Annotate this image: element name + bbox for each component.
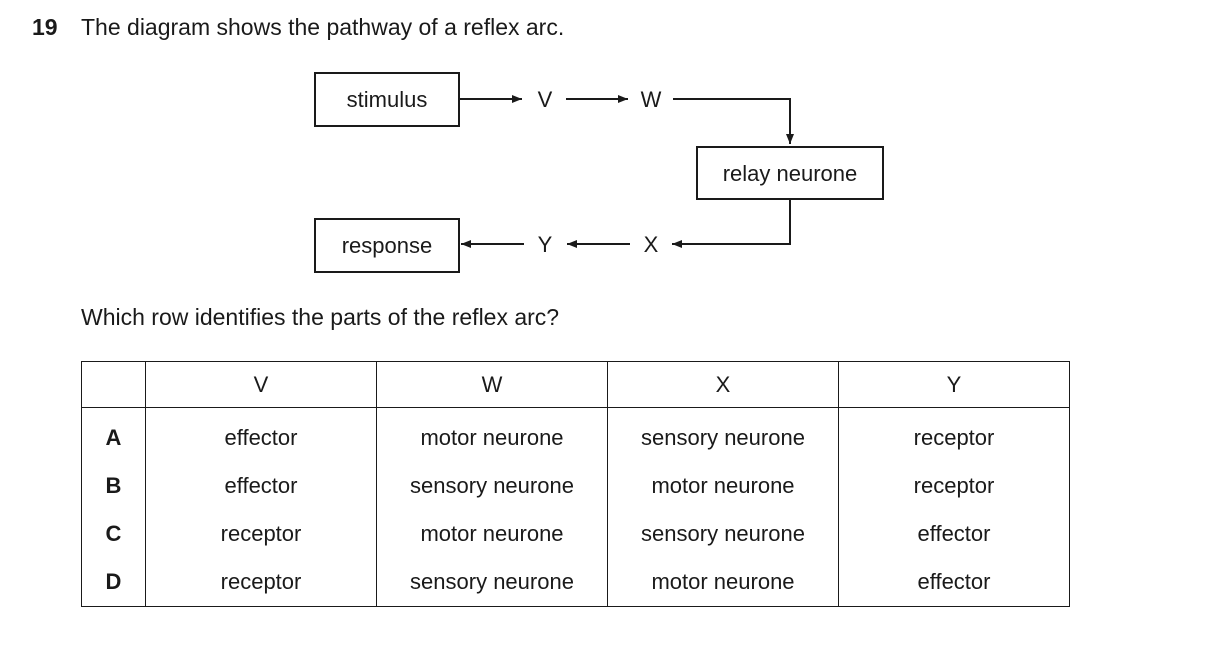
- table-cell: sensory neurone: [607, 407, 839, 462]
- header-v: V: [145, 361, 377, 408]
- table-cell: effector: [145, 407, 377, 462]
- option-letter: B: [81, 462, 146, 510]
- table-row: D receptor sensory neurone motor neurone…: [81, 558, 1070, 607]
- arrow-relay-to-x: [672, 200, 791, 248]
- table-row: C receptor motor neurone sensory neurone…: [81, 510, 1070, 558]
- header-blank: [81, 361, 146, 408]
- table-header-row: V W X Y: [81, 361, 1070, 408]
- table-cell: receptor: [838, 462, 1070, 510]
- table-cell: motor neurone: [607, 462, 839, 510]
- option-letter: D: [81, 558, 146, 607]
- arrow-w-to-relay: [673, 98, 794, 144]
- response-box: [314, 218, 460, 273]
- header-y: Y: [838, 361, 1070, 408]
- table-cell: effector: [838, 510, 1070, 558]
- table-cell: sensory neurone: [376, 462, 608, 510]
- reflex-arc-diagram: stimulus relay neurone response V W X Y: [314, 72, 884, 273]
- table-cell: motor neurone: [607, 558, 839, 607]
- answer-table: V W X Y A effector motor neurone sensory…: [81, 361, 1070, 607]
- relay-neurone-box: [696, 146, 884, 200]
- relay-neurone-label: relay neurone: [723, 161, 858, 186]
- table-cell: receptor: [145, 558, 377, 607]
- table-row: B effector sensory neurone motor neurone…: [81, 462, 1070, 510]
- header-w: W: [376, 361, 608, 408]
- table-cell: motor neurone: [376, 407, 608, 462]
- question-prompt: Which row identifies the parts of the re…: [81, 304, 560, 330]
- table-row: A effector motor neurone sensory neurone…: [81, 407, 1070, 462]
- label-y: Y: [538, 232, 553, 257]
- table-cell: effector: [838, 558, 1070, 607]
- label-w: W: [641, 87, 662, 112]
- option-letter: C: [81, 510, 146, 558]
- table-cell: sensory neurone: [376, 558, 608, 607]
- table-cell: motor neurone: [376, 510, 608, 558]
- question-text: The diagram shows the pathway of a refle…: [81, 14, 565, 40]
- header-x: X: [607, 361, 839, 408]
- label-x: X: [644, 232, 659, 257]
- label-v: V: [538, 87, 553, 112]
- stimulus-label: stimulus: [347, 87, 428, 112]
- table-cell: receptor: [145, 510, 377, 558]
- question-number: 19: [32, 14, 58, 40]
- table-cell: sensory neurone: [607, 510, 839, 558]
- table-cell: receptor: [838, 407, 1070, 462]
- stimulus-box: [314, 72, 460, 127]
- option-letter: A: [81, 407, 146, 462]
- response-label: response: [342, 233, 433, 258]
- table-cell: effector: [145, 462, 377, 510]
